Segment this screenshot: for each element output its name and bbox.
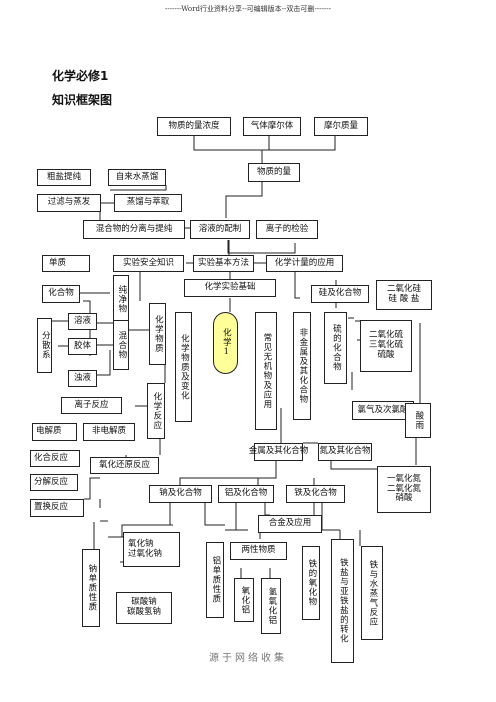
node-aluminum-hydroxide: 氢氧化铝: [261, 578, 281, 634]
node-mixture-separation: 混合物的分离与提纯: [83, 220, 185, 239]
node-chemical-reaction: 化学反应: [147, 383, 165, 439]
node-solution: 溶液: [68, 313, 97, 330]
node-sodium-oxides: 氧化钠 过氧化钠: [123, 532, 180, 567]
node-pure-substance: 纯净物: [113, 275, 129, 323]
node-suspension: 浊液: [68, 370, 97, 387]
node-nonmetals: 非金属及其化合物: [293, 312, 311, 420]
node-molar-mass: 摩尔质量: [314, 117, 368, 136]
node-tap-water-distillation: 自来水蒸馏: [108, 169, 166, 186]
node-electrolyte: 电解质: [32, 423, 77, 441]
node-redox-reaction: 氧化还原反应: [90, 457, 159, 474]
node-sodium-carbonates: 碳酸钠 碳酸氢钠: [116, 592, 172, 624]
node-combination-reaction: 化合反应: [30, 450, 80, 467]
page-header: -------Word行业资料分享--可编辑版本--双击可删-------: [165, 5, 331, 13]
node-aluminum-oxide: 氧化铝: [234, 578, 254, 622]
node-mixture: 混合物: [113, 320, 129, 370]
node-decomposition-reaction: 分解反应: [30, 474, 78, 491]
node-iron-salt-conversion: 铁盐与亚铁盐的转化: [331, 539, 354, 663]
node-filtration-evaporation: 过滤与蒸发: [37, 194, 101, 212]
node-distillation-extraction: 蒸馏与萃取: [114, 194, 182, 212]
node-molar-volume: 气体摩尔体: [243, 117, 301, 136]
node-ion-detection: 离子的检验: [256, 220, 318, 239]
node-alloys: 合金及应用: [258, 515, 322, 533]
node-sulfur-oxides: 二氧化硫 三氧化硫 硫酸: [360, 320, 412, 372]
node-sodium-element-properties: 钠单质性质: [82, 549, 100, 627]
node-lab-methods: 实验基本方法: [193, 255, 254, 272]
node-iron-oxides: 铁的氧化物: [302, 546, 320, 620]
node-nitrogen-oxides: 一氧化氮 二氧化氮 硝酸: [377, 466, 431, 513]
node-silicon-compounds: 硅及化合物: [311, 285, 369, 303]
node-chemistry-1-core: 化学1: [213, 312, 238, 374]
node-dispersion-system: 分散系: [37, 318, 52, 373]
node-molar-concentration: 物质的量浓度: [157, 117, 231, 136]
node-displacement-reaction: 置换反应: [30, 499, 84, 517]
node-ionic-reaction: 离子反应: [61, 397, 122, 414]
node-element: 单质: [42, 255, 90, 272]
node-chemical-metrology: 化学计量的应用: [266, 255, 343, 272]
node-chemical-substance: 化学物质: [149, 303, 166, 365]
node-non-electrolyte: 非电解质: [83, 423, 135, 441]
page-title: 化学必修1: [52, 69, 109, 83]
node-lab-safety: 实验安全知识: [113, 255, 184, 272]
node-metal-compounds: 金属及其化合物: [249, 443, 308, 461]
node-solution-preparation: 溶液的配制: [190, 220, 250, 239]
node-lab-foundation: 化学实验基础: [184, 279, 276, 297]
node-silicon-dioxide: 二氧化硅 硅 酸 盐: [376, 280, 432, 310]
node-chlorine-hypochlorous: 氯气及次氯酸: [352, 401, 414, 420]
node-acid-rain: 酸雨: [405, 403, 431, 438]
node-aluminum-compounds: 铝及化合物: [218, 485, 274, 503]
node-common-inorganics: 常见无机物及应用: [255, 312, 277, 430]
node-nitrogen-compounds: 氮及其化合物: [318, 443, 372, 461]
section-title: 知识框架图: [52, 93, 113, 107]
node-iron-compounds: 铁及化合物: [286, 485, 345, 503]
node-substances-and-changes: 化学物质及变化: [175, 312, 192, 422]
node-iron-water-vapor: 铁与水蒸气反应: [361, 546, 383, 640]
node-aluminum-element-properties: 铝单质性质: [206, 542, 224, 618]
node-compound: 化合物: [42, 285, 80, 303]
node-colloid: 胶体: [68, 338, 97, 355]
node-salt-purification: 粗盐提纯: [37, 169, 91, 186]
node-amphoteric-substances: 两性物质: [230, 542, 287, 560]
node-sulfur-compounds: 硫的化合物: [324, 312, 347, 384]
node-amount-of-substance: 物质的量: [248, 163, 300, 182]
page-footer: 源于网络收集: [209, 653, 287, 664]
node-sodium-compounds: 钠及化合物: [149, 485, 212, 503]
